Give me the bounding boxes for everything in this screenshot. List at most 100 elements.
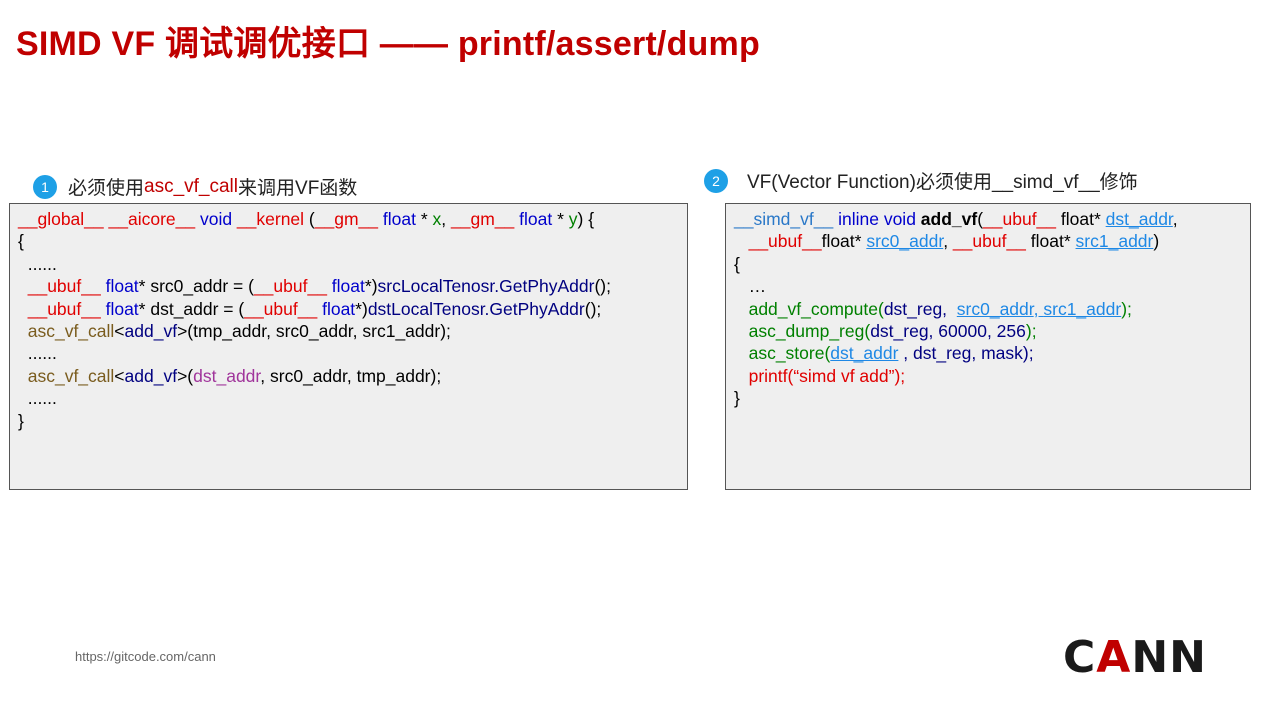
code-token: asc_dump_reg( [734, 321, 871, 342]
code-line: ...... [18, 388, 57, 409]
code-token: , dst_reg, mask); [898, 343, 1034, 364]
code-token: __ubuf__ [244, 298, 318, 319]
code-token: asc_vf_call [18, 321, 115, 342]
code-token: ); [1121, 298, 1132, 319]
code-token: __ubuf__ [952, 231, 1026, 252]
logo-letter: NN [1131, 632, 1208, 683]
section1-label-highlight: asc_vf_call [144, 175, 239, 197]
code-line: … [734, 276, 767, 297]
code-token: src0_addr [956, 298, 1034, 319]
code-token: < [114, 321, 125, 342]
code-token: ( [977, 209, 984, 229]
code-token: dst_reg, 60000, 256 [870, 321, 1026, 342]
code-token: asc_store( [734, 343, 831, 364]
code-line: } [18, 410, 24, 431]
cann-logo: CANN [1063, 632, 1207, 683]
code-token: add_vf [124, 365, 178, 386]
code-token: __ubuf__ [18, 276, 101, 297]
code-token: __gm__ [314, 209, 379, 229]
code-token: , [943, 231, 953, 252]
section1-label-after: 来调用VF函数 [238, 178, 358, 199]
code-token: dst_addr [1105, 209, 1173, 229]
code-token: __ubuf__ [734, 231, 822, 252]
code-token: dst_reg, [883, 298, 957, 319]
logo-letter: A [1096, 632, 1132, 683]
code-token: srcLocalTenosr.GetPhyAddr [377, 276, 595, 297]
code-line: { [18, 231, 24, 252]
code-token: * dst_addr = ( [138, 298, 245, 319]
code-token: float [378, 209, 416, 229]
code-line: asc_store(dst_addr , dst_reg, mask); [734, 342, 1242, 364]
code-token: __global__ __aicore__ [18, 209, 196, 229]
code-token: >( [177, 365, 194, 386]
logo-letter: C [1063, 632, 1097, 683]
code-token: y [568, 209, 578, 229]
code-token: __kernel [236, 209, 305, 229]
code-line: __ubuf__float* src0_addr, __ubuf__ float… [734, 230, 1242, 252]
code-line: __ubuf__ float* dst_addr = (__ubuf__ flo… [18, 298, 679, 320]
code-token: __ubuf__ [983, 209, 1057, 229]
code-token: src1_addr [1075, 231, 1154, 252]
code-token: src0_addr [866, 231, 944, 252]
section2-heading: 2 VF(Vector Function)必须使用__simd_vf__修饰 [704, 167, 1138, 194]
code-token: ) [1153, 231, 1160, 252]
step-badge-2: 2 [704, 168, 728, 193]
code-token: __ubuf__ [253, 276, 327, 297]
code-line: __simd_vf__ inline void add_vf(__ubuf__ … [734, 208, 1242, 230]
code-line: asc_vf_call<add_vf>(dst_addr, src0_addr,… [18, 365, 679, 387]
code-token: >(tmp_addr, src0_addr, src1_addr); [177, 321, 451, 342]
section2-label: VF(Vector Function)必须使用__simd_vf__修饰 [747, 172, 1138, 193]
code-token: * src0_addr = ( [138, 276, 254, 297]
section1-label-before: 必须使用 [68, 178, 145, 199]
code-token: dstLocalTenosr.GetPhyAddr [367, 298, 585, 319]
code-token: , [441, 209, 451, 229]
code-token: void [195, 209, 237, 229]
code-line: printf(“simd vf add”); [734, 365, 906, 386]
code-token: float [100, 276, 139, 297]
code-token: (); [594, 276, 611, 297]
code-token: add_vf [920, 209, 978, 229]
code-line: __global__ __aicore__ void __kernel (__g… [18, 208, 679, 230]
code-token: inline void [833, 209, 921, 229]
code-token: src1_addr [1043, 298, 1122, 319]
kernel-code-box: __global__ __aicore__ void __kernel (__g… [9, 203, 688, 490]
code-token: x [432, 209, 442, 229]
code-token: (); [584, 298, 602, 319]
code-token: < [114, 365, 125, 386]
code-token: float* [1025, 231, 1076, 252]
code-token: float* [821, 231, 867, 252]
code-token: , [1033, 298, 1044, 319]
footer-url: https://gitcode.com/cann [75, 649, 216, 664]
code-token: ( [304, 209, 315, 229]
code-token: *) [355, 298, 368, 319]
code-token: *) [364, 276, 378, 297]
code-token: float [100, 298, 139, 319]
code-line: { [734, 253, 740, 274]
code-token: float [514, 209, 553, 229]
code-token: dst_addr [193, 365, 261, 386]
vf-code-box: __simd_vf__ inline void add_vf(__ubuf__ … [725, 203, 1251, 490]
code-line: asc_dump_reg(dst_reg, 60000, 256); [734, 320, 1242, 342]
code-token: add_vf [124, 321, 178, 342]
code-line: ...... [18, 343, 57, 364]
code-token: __ubuf__ [18, 298, 101, 319]
code-line: add_vf_compute(dst_reg, src0_addr, src1_… [734, 298, 1242, 320]
code-token: float [317, 298, 356, 319]
code-token: __simd_vf__ [734, 209, 834, 229]
code-token: __gm__ [451, 209, 515, 229]
code-token: ) { [577, 209, 595, 229]
code-token: float [326, 276, 365, 297]
code-line: asc_vf_call<add_vf>(tmp_addr, src0_addr,… [18, 320, 679, 342]
code-line: } [734, 388, 740, 409]
code-line: __ubuf__ float* src0_addr = (__ubuf__ fl… [18, 275, 679, 297]
code-token: * [552, 209, 569, 229]
code-line: ...... [18, 253, 57, 274]
page-title: SIMD VF 调试调优接口 —— printf/assert/dump [16, 25, 760, 63]
code-token: , src0_addr, tmp_addr); [260, 365, 442, 386]
code-token: dst_addr [830, 343, 899, 364]
code-token: * [415, 209, 433, 229]
code-token: , [1172, 209, 1178, 229]
code-token: float* [1056, 209, 1106, 229]
code-token: add_vf_compute( [734, 298, 884, 319]
